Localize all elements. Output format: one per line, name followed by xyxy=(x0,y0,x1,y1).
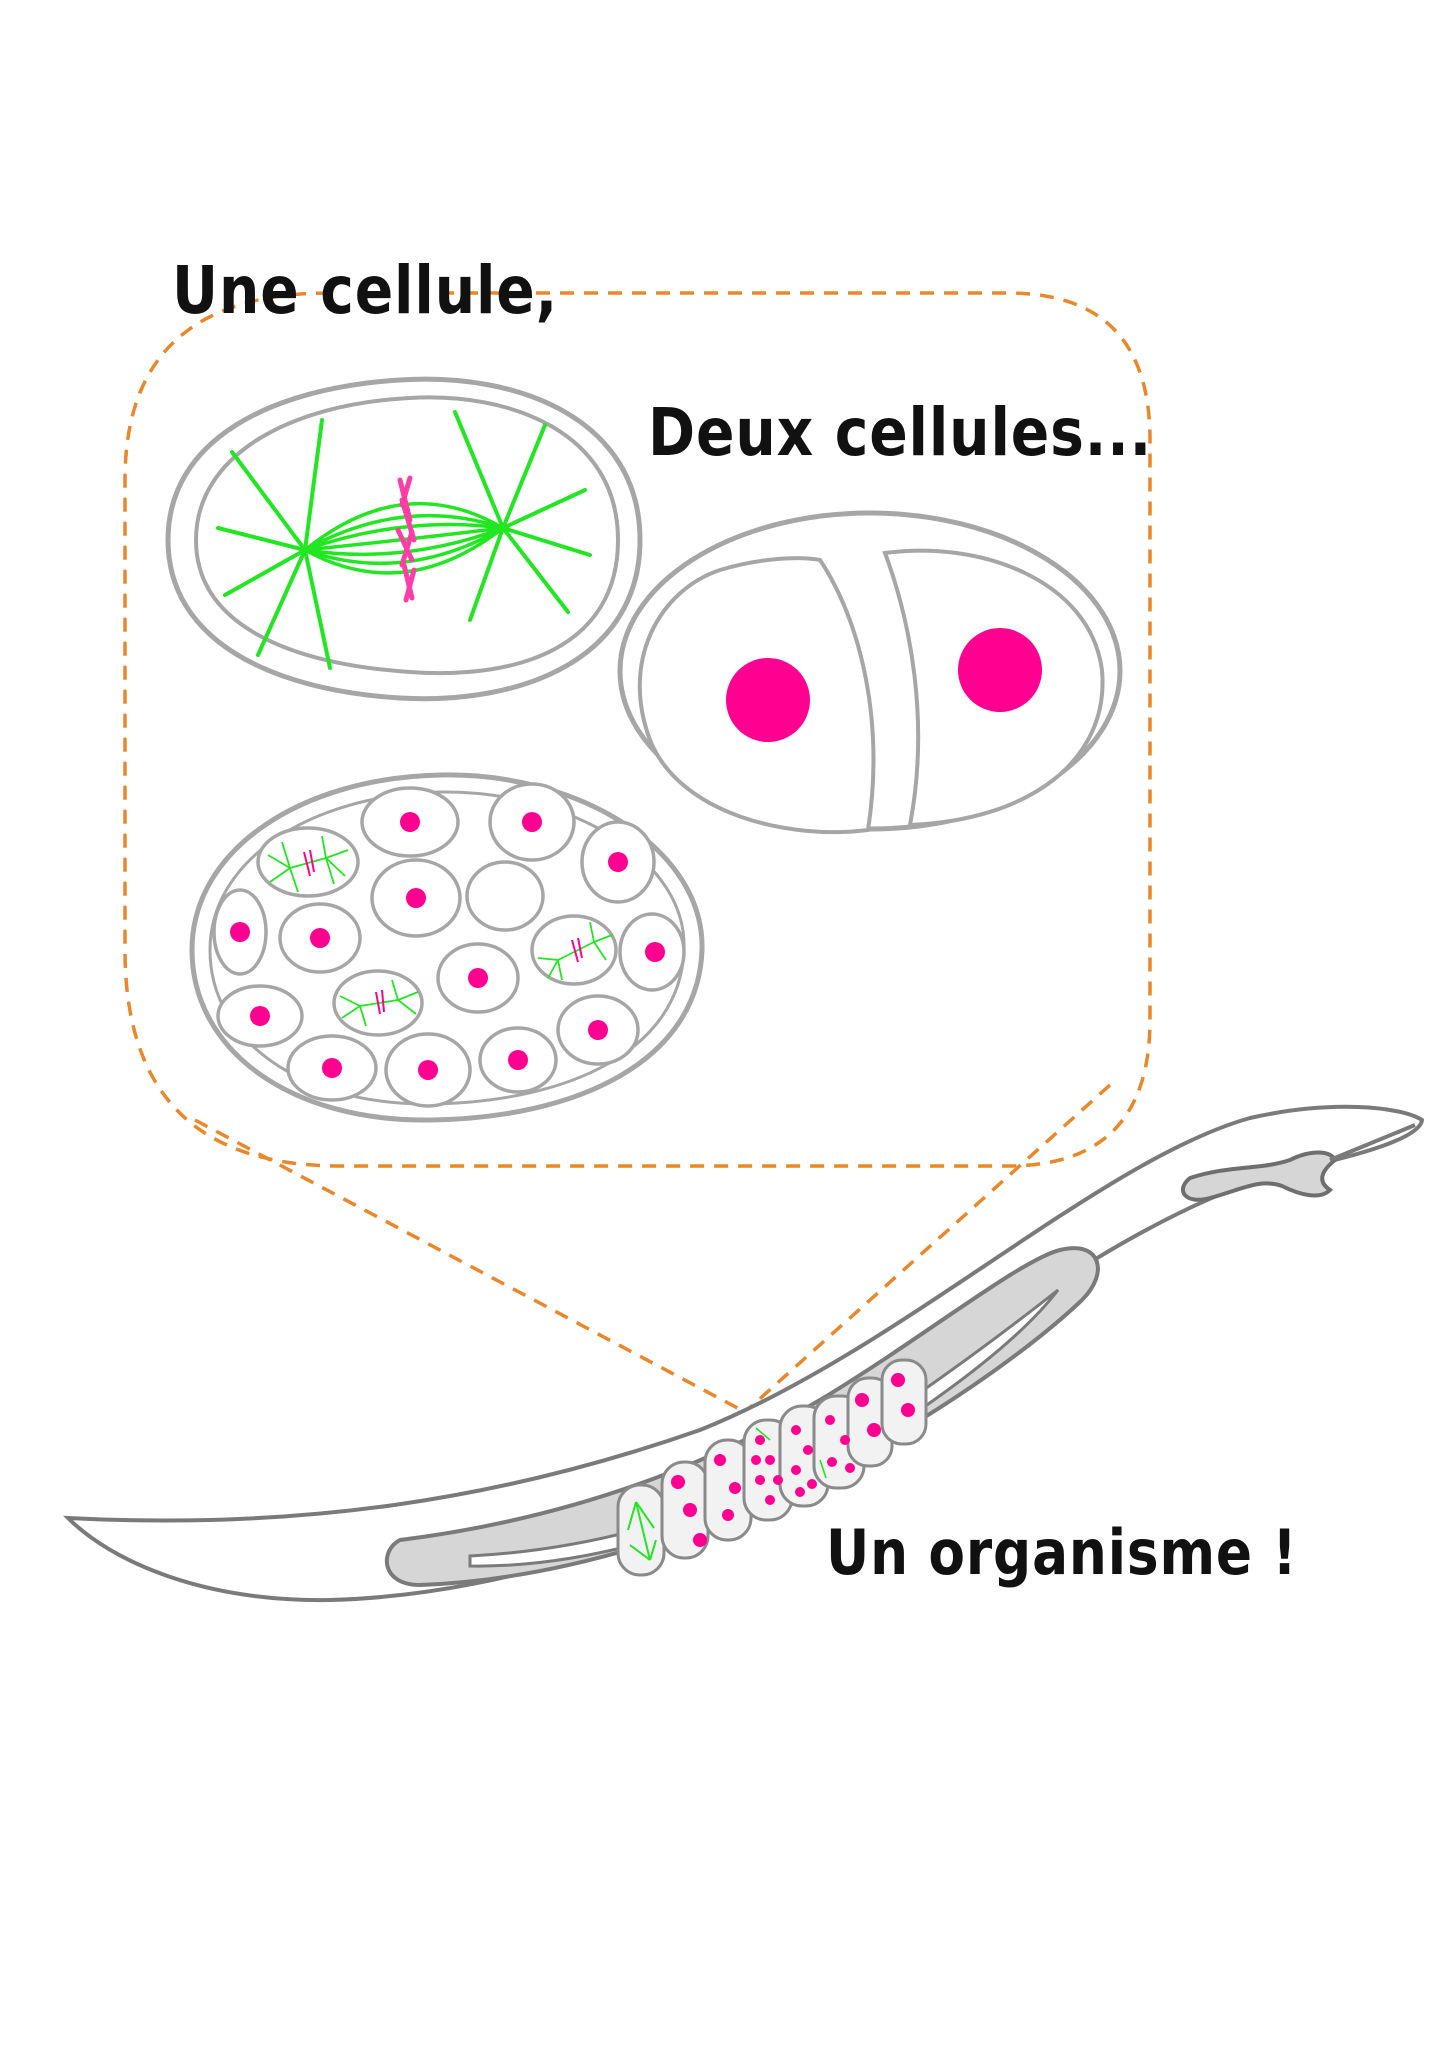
dividing-cell-1 xyxy=(256,826,360,898)
worm-pharynx-tube xyxy=(1329,1123,1416,1162)
multicellular-embryo-icon xyxy=(189,772,705,1123)
cell-1-inner-membrane xyxy=(193,395,621,676)
embryo-cells xyxy=(212,782,686,1108)
caption-two-cells: Deux cellules... xyxy=(648,394,1153,471)
mitotic-cell-icon xyxy=(165,376,643,702)
nematode-worm-icon xyxy=(62,1104,1425,1603)
nucleus-left xyxy=(726,658,810,742)
embryo-nuclei xyxy=(230,812,665,1080)
spindle-asters xyxy=(216,410,592,670)
uterine-embryo xyxy=(616,1483,666,1577)
embryo-cell xyxy=(465,860,545,932)
uterine-nuclei xyxy=(671,1373,915,1547)
uterine-embryo-spindle-2 xyxy=(755,1427,827,1479)
worm-body xyxy=(62,1104,1425,1603)
chromosomes xyxy=(395,475,417,603)
caption-one-cell: Une cellule, xyxy=(172,252,559,329)
worm-pharynx xyxy=(1181,1150,1338,1202)
callout-frame xyxy=(123,291,1152,1414)
callout-pointer-right xyxy=(743,1083,1112,1414)
two-cell-embryo-icon xyxy=(617,510,1123,835)
uterine-embryo xyxy=(880,1358,928,1446)
dividing-cell-2 xyxy=(530,914,618,986)
uterine-embryo-spindle xyxy=(627,1501,657,1561)
caption-organism: Un organisme ! xyxy=(826,1516,1298,1589)
dividing-cell-3 xyxy=(332,969,424,1037)
callout-box xyxy=(123,291,1152,1168)
nucleus-right xyxy=(958,628,1042,712)
callout-pointer-left xyxy=(194,1118,746,1414)
